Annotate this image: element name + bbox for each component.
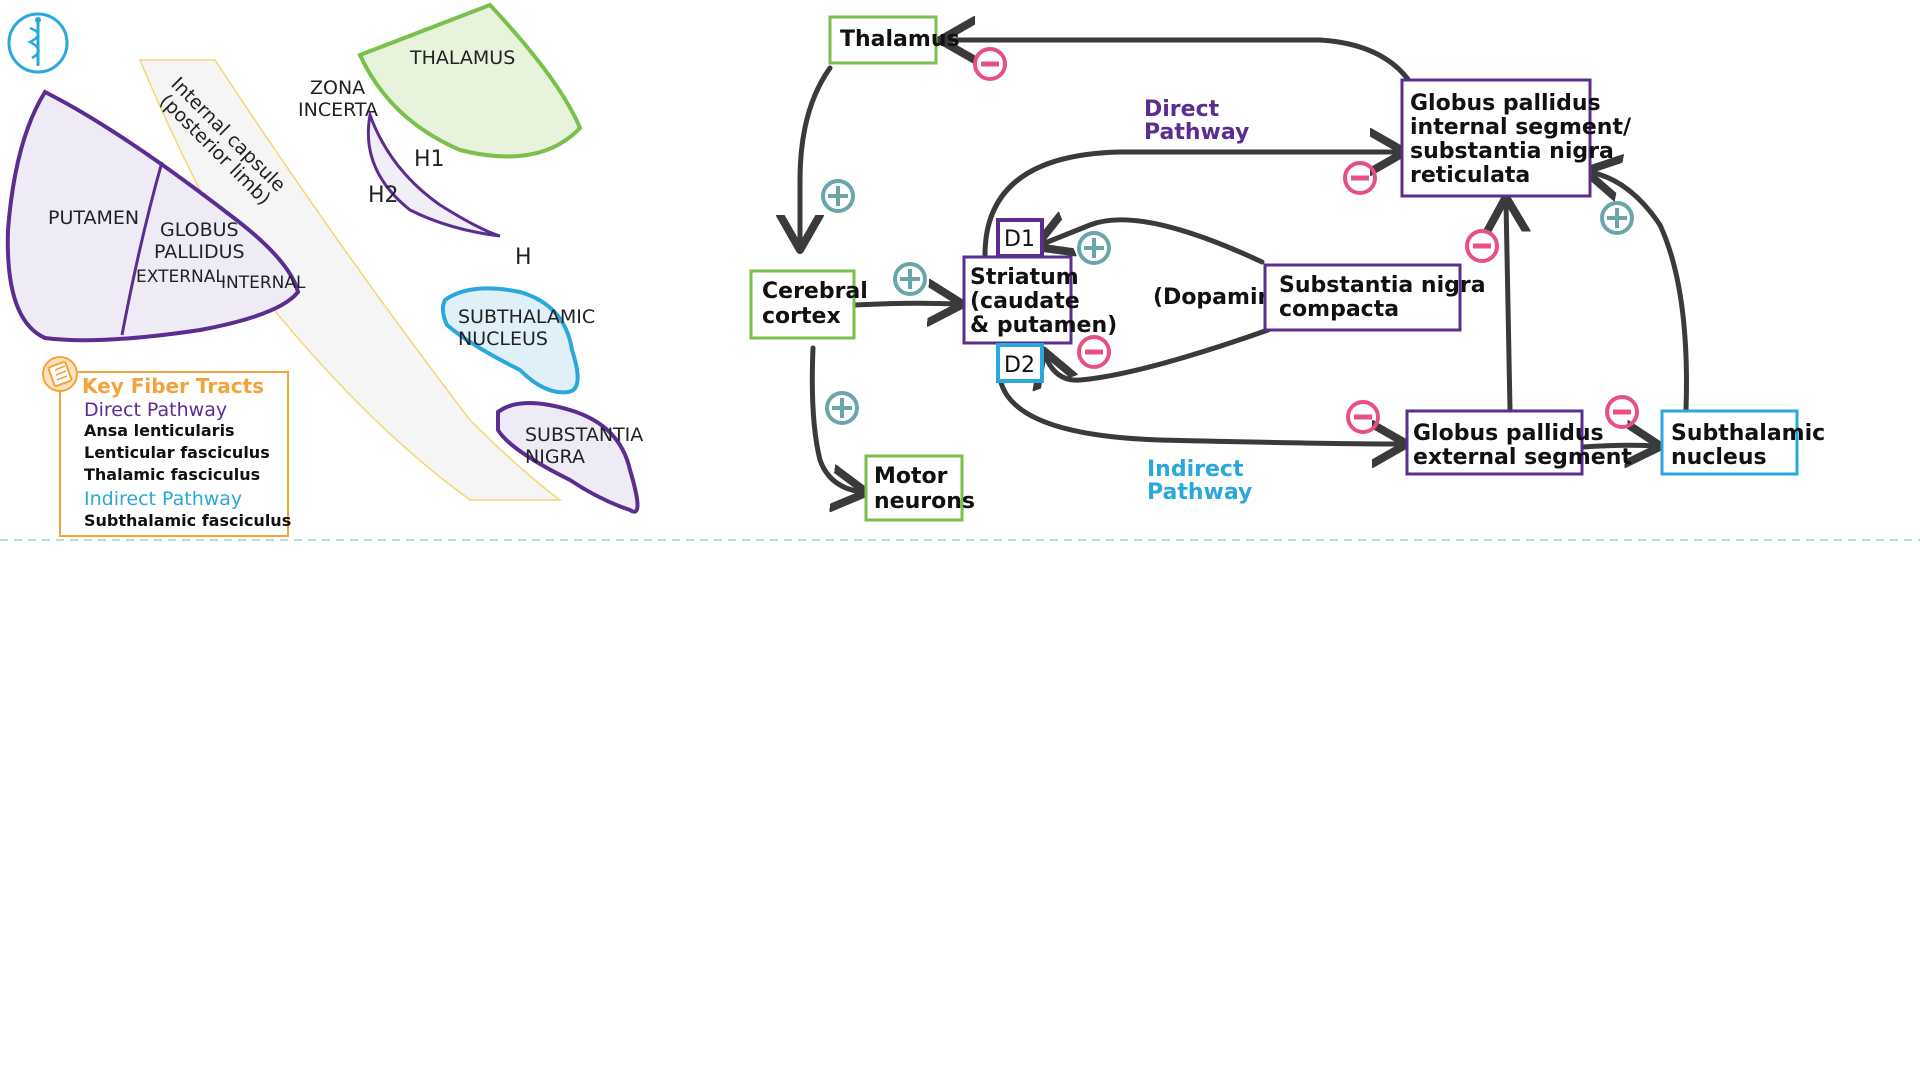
snc-node: Substantia nigra compacta [1263,263,1486,332]
d1-label: D1 [1004,227,1035,252]
arrow-direct-striatum-to-gpi [982,152,1400,258]
gpi-label-1: Globus pallidus [1410,91,1601,116]
inhibition-sign [1345,163,1375,193]
h1-label: H1 [414,147,445,172]
direct-pathway-label-1: Direct [1144,97,1220,122]
thalamus-shape [357,2,583,159]
stn-label-2: nucleus [1671,445,1767,470]
direct-pathway-label-2: Pathway [1144,120,1249,145]
motor-label-2: neurons [874,489,975,514]
striatum-node: Striatum (caudate & putamen) [962,255,1117,345]
subthalamic-nucleus-shape [440,286,580,395]
striatum-label-2: (caudate [970,289,1080,314]
arrow-gpe-to-gpi [1506,202,1510,413]
d1-receptor-node: D1 [996,218,1044,258]
arrow-indirect-striatum-to-gpe [997,375,1402,444]
substantia-nigra-shape [496,400,640,514]
h-field-shape [366,109,501,238]
excitation-sign [821,179,855,213]
motor-neurons-node: Motor neurons [864,454,975,522]
key-indirect-heading: Indirect Pathway [84,488,242,510]
key-direct-item: Lenticular fasciculus [84,443,270,462]
excitation-sign [1600,201,1634,235]
gpi-label-2: internal segment/ [1410,115,1632,140]
thalamus-label: THALAMUS [409,47,515,69]
inhibition-sign [1348,402,1378,432]
flowchart-panel: Direct Pathway Indirect Pathway Thalamus… [749,15,1825,522]
putamen-label: PUTAMEN [48,207,139,229]
cortex-label-2: cortex [762,304,841,329]
snc-label-2: compacta [1279,297,1399,322]
arrow-cortex-to-motor [809,345,862,492]
h-label: H [515,245,532,270]
zona-incerta-label-2: INCERTA [298,99,378,121]
inhibition-sign [975,49,1005,79]
putamen-pallidus-border [120,161,164,336]
anatomy-panel: THALAMUS ZONA INCERTA Internal capsule (… [5,2,643,537]
cortex-label-1: Cerebral [762,279,868,304]
cerebral-cortex-node: Cerebral cortex [749,269,868,340]
inhibition-sign [1607,397,1637,427]
substantia-label-1: SUBSTANTIA [525,424,643,446]
key-title: Key Fiber Tracts [82,374,264,398]
logo [7,12,69,74]
inhibition-sign [1079,337,1109,367]
stn-label-1: Subthalamic [1671,421,1825,446]
arrow-cortex-to-striatum [852,303,958,305]
internal-label: INTERNAL [221,273,306,293]
notepad-icon [42,356,78,392]
arrow-snc-to-d1 [1040,220,1265,265]
motor-label-1: Motor [874,464,948,489]
key-indirect-item: Subthalamic fasciculus [84,511,291,530]
key-fiber-tracts: Key Fiber Tracts Direct Pathway Ansa len… [42,356,291,537]
substantia-label-2: NIGRA [525,446,585,468]
excitation-sign [825,391,859,425]
inhibition-sign [1467,231,1497,261]
arrow-gpe-to-stn [1580,445,1656,447]
excitation-sign [1077,231,1111,265]
zona-incerta-label-1: ZONA [310,77,365,99]
globus-label-1: GLOBUS [160,219,239,241]
globus-label-2: PALLIDUS [154,241,245,263]
external-label: EXTERNAL [136,267,225,287]
arrow-thalamus-to-cortex [800,65,833,245]
d2-receptor-node: D2 [996,343,1044,383]
gpi-label-3: substantia nigra [1410,139,1614,164]
thalamus-node-label: Thalamus [840,27,960,52]
key-direct-item: Thalamic fasciculus [84,465,260,484]
subthalamic-label-1: SUBTHALAMIC [458,306,595,328]
key-direct-item: Ansa lenticularis [84,421,235,440]
gpe-node: Globus pallidus external segment [1405,409,1632,476]
d2-label: D2 [1004,353,1035,378]
arrow-snc-to-d2 [1045,327,1271,380]
indirect-pathway-label-1: Indirect [1147,457,1244,482]
gpe-label-1: Globus pallidus [1413,421,1604,446]
h2-label: H2 [368,183,399,208]
gpe-label-2: external segment [1413,445,1632,470]
excitation-sign [893,262,927,296]
stn-node: Subthalamic nucleus [1660,409,1825,476]
arrow-gpi-to-thalamus [945,40,1425,108]
key-direct-heading: Direct Pathway [84,399,227,421]
indirect-pathway-label-2: Pathway [1147,480,1252,505]
gpi-snr-node: Globus pallidus internal segment/ substa… [1400,78,1632,198]
lentiform-nucleus-shape [5,89,301,343]
gpi-label-4: reticulata [1410,163,1530,188]
thalamus-node: Thalamus [828,15,960,65]
subthalamic-label-2: NUCLEUS [458,328,548,350]
arrow-stn-to-gpi [1590,172,1689,413]
snc-label-1: Substantia nigra [1279,273,1486,298]
caduceus-icon [27,17,41,66]
striatum-label-1: Striatum [970,265,1079,290]
striatum-label-3: & putamen) [970,313,1117,338]
